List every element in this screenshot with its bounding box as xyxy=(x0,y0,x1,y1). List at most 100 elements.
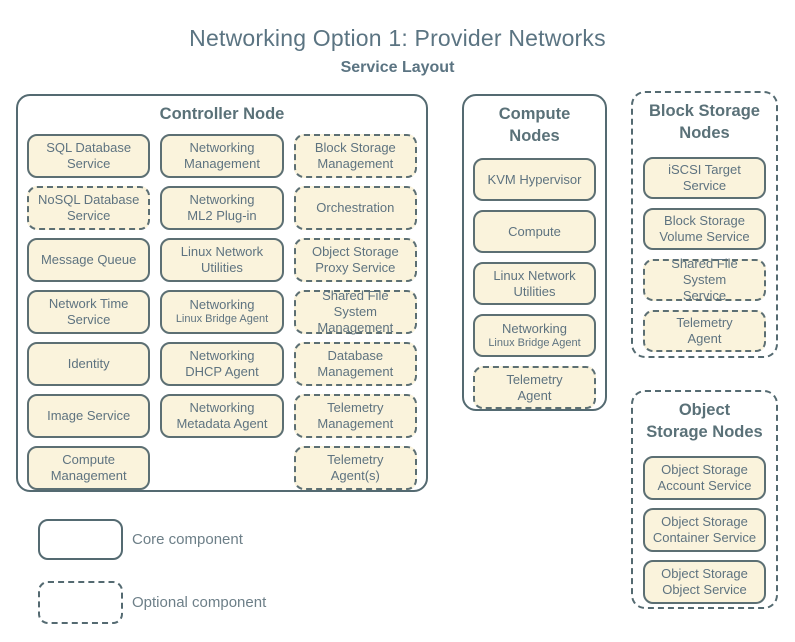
service-label-line: Networking xyxy=(501,320,568,336)
service-box-compute: Compute xyxy=(473,210,596,253)
service-box-identity: Identity xyxy=(27,342,151,386)
service-label-line: Management xyxy=(184,156,260,171)
group-title-line: Storage Nodes xyxy=(646,423,763,442)
service-label-line: Management xyxy=(317,156,394,171)
legend-optional-swatch xyxy=(38,581,123,624)
group-title-line: Block Storage xyxy=(649,102,760,120)
service-label-line: Linux Network xyxy=(180,244,264,260)
service-label-line: KVM Hypervisor xyxy=(487,171,582,187)
group-title-line: Object xyxy=(678,401,731,419)
service-label-line: Account Service xyxy=(657,478,752,493)
service-label-line: Utilities xyxy=(513,283,556,299)
service-label-line: Agent xyxy=(687,331,722,346)
service-label-line: Networking xyxy=(189,400,255,416)
service-box-image-service: Image Service xyxy=(27,394,151,438)
legend-core-label: Core component xyxy=(132,531,243,548)
service-label-line: Linux Network xyxy=(493,267,576,283)
service-label-line: Utilities xyxy=(201,260,243,275)
service-label-line: Telemetry xyxy=(506,371,563,387)
service-label-line: Shared File System xyxy=(322,288,389,320)
service-label-line: Management xyxy=(317,364,394,379)
service-label-line: NoSQL Database xyxy=(37,192,140,208)
diagram-subtitle: Service Layout xyxy=(340,59,455,76)
service-label-subline: Linux Bridge Agent xyxy=(488,336,581,349)
service-label-line: Object Service xyxy=(662,582,747,597)
service-label-line: Image Service xyxy=(47,408,131,424)
diagram-title: Networking Option 1: Provider Networks xyxy=(189,25,606,51)
service-label-line: Service xyxy=(66,208,111,223)
service-label-line: iSCSI Target xyxy=(668,162,741,178)
service-label-line: Block Storage xyxy=(314,140,396,156)
service-label-line: Agent(s) xyxy=(330,468,380,483)
service-label-line: Identity xyxy=(67,356,110,372)
group-title-line: Nodes xyxy=(679,124,730,143)
service-box-message-queue: Message Queue xyxy=(27,238,151,282)
service-label-line: Service xyxy=(66,156,111,171)
service-label-line: Networking xyxy=(189,348,255,364)
service-label-line: Service xyxy=(682,178,727,193)
service-label-line: Service xyxy=(66,312,111,327)
service-label-line: Telemetry xyxy=(327,400,384,416)
service-label-line: Service xyxy=(682,287,727,303)
legend-optional-label: Optional component xyxy=(132,594,267,611)
service-label-line: Orchestration xyxy=(316,200,395,216)
service-box-orchestration: Orchestration xyxy=(293,186,417,230)
service-label-line: Telemetry xyxy=(676,315,733,331)
service-box-kvm-hypervisor: KVM Hypervisor xyxy=(473,158,596,201)
controller-node-title: Controller Node xyxy=(18,103,426,125)
service-label-line: Compute xyxy=(508,223,561,239)
group-title-line: Controller Node xyxy=(159,105,285,123)
service-label-line: Object Storage xyxy=(661,462,748,478)
service-label-line: Networking xyxy=(189,140,255,156)
legend-core-swatch xyxy=(38,519,123,560)
service-label-line: Object Storage xyxy=(661,514,748,530)
service-label-line: Database xyxy=(327,348,384,364)
service-label-line: Object Storage xyxy=(311,244,399,260)
service-label-line: Agent xyxy=(517,387,552,403)
service-label-line: ML2 Plug-in xyxy=(187,208,257,223)
service-label-line: Message Queue xyxy=(40,252,137,268)
service-label-line: Network Time xyxy=(48,296,129,312)
service-label-line: Metadata Agent xyxy=(176,416,268,431)
service-label-line: Telemetry xyxy=(327,452,384,468)
group-title-line: Compute xyxy=(498,105,571,123)
service-label-line: Object Storage xyxy=(661,566,748,582)
group-title-line: Nodes xyxy=(509,127,560,146)
service-label-line: Proxy Service xyxy=(315,260,396,275)
service-label-line: Management xyxy=(317,319,394,335)
service-label-line: Networking xyxy=(189,192,255,208)
service-label-line: DHCP Agent xyxy=(185,364,259,379)
service-label-line: Networking xyxy=(189,297,255,313)
